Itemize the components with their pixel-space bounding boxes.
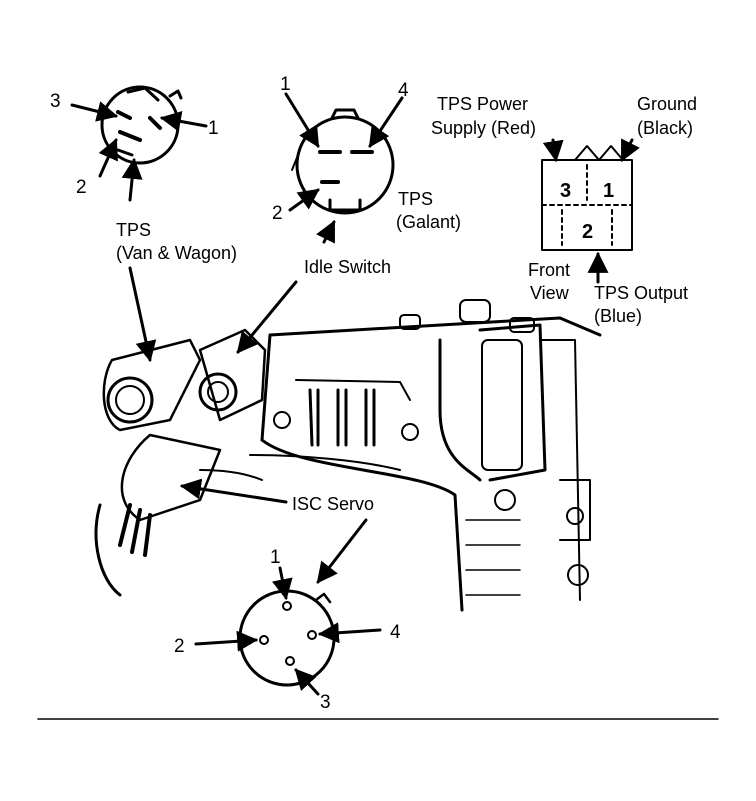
tps-galant-connector (291, 108, 395, 215)
front-view-pin3: 3 (560, 180, 571, 202)
tps-van-location-arrow (128, 266, 157, 363)
tps-output-sublabel: (Blue) (594, 306, 642, 326)
front-view-sublabel: View (530, 283, 570, 303)
tps-output-label: TPS Output (594, 283, 688, 303)
tps-van-pin3-label: 3 (50, 91, 61, 112)
idle-switch-label: Idle Switch (304, 257, 391, 277)
tps-van-title: TPS (116, 220, 151, 240)
tps-van-pin1-label: 1 (208, 118, 219, 139)
tps-power-sublabel: Supply (Red) (431, 118, 536, 138)
tps-power-label: TPS Power (437, 94, 528, 114)
tps-van-connector (100, 85, 183, 165)
isc-servo-connector-arrow (316, 518, 368, 584)
ground-label: Ground (637, 94, 697, 114)
tps-galant-pin4-label: 4 (398, 80, 409, 101)
front-view-pin1: 1 (603, 180, 614, 202)
isc-servo-location-arrow (179, 478, 288, 504)
tps-galant-pin1-label: 1 (280, 74, 291, 95)
isc-pin2-label: 2 (174, 636, 185, 657)
tps-galant-subtitle: (Galant) (396, 212, 461, 232)
isc-pin3-label: 3 (320, 692, 331, 713)
tps-van-pin2-label: 2 (76, 177, 87, 198)
tps-galant-pin-arrows (284, 92, 404, 244)
tps-van-subtitle: (Van & Wagon) (116, 243, 237, 263)
tps-van-pin-arrows (70, 101, 208, 202)
idle-switch-arrow (236, 280, 298, 354)
isc-pin4-label: 4 (390, 622, 401, 643)
isc-servo-label: ISC Servo (292, 494, 374, 514)
tps-power-arrow (542, 138, 564, 163)
ground-arrow (620, 138, 640, 162)
isc-servo-pin-arrows (194, 566, 382, 696)
tps-galant-title: TPS (398, 189, 433, 209)
front-view-label: Front (528, 260, 570, 280)
throttle-body-illustration (94, 299, 602, 612)
front-view-pin2: 2 (582, 221, 593, 243)
isc-servo-connector (238, 589, 336, 687)
ground-sublabel: (Black) (637, 118, 693, 138)
isc-pin1-label: 1 (270, 547, 281, 568)
tps-galant-pin2-label: 2 (272, 203, 283, 224)
tps-front-view-box (541, 145, 633, 251)
